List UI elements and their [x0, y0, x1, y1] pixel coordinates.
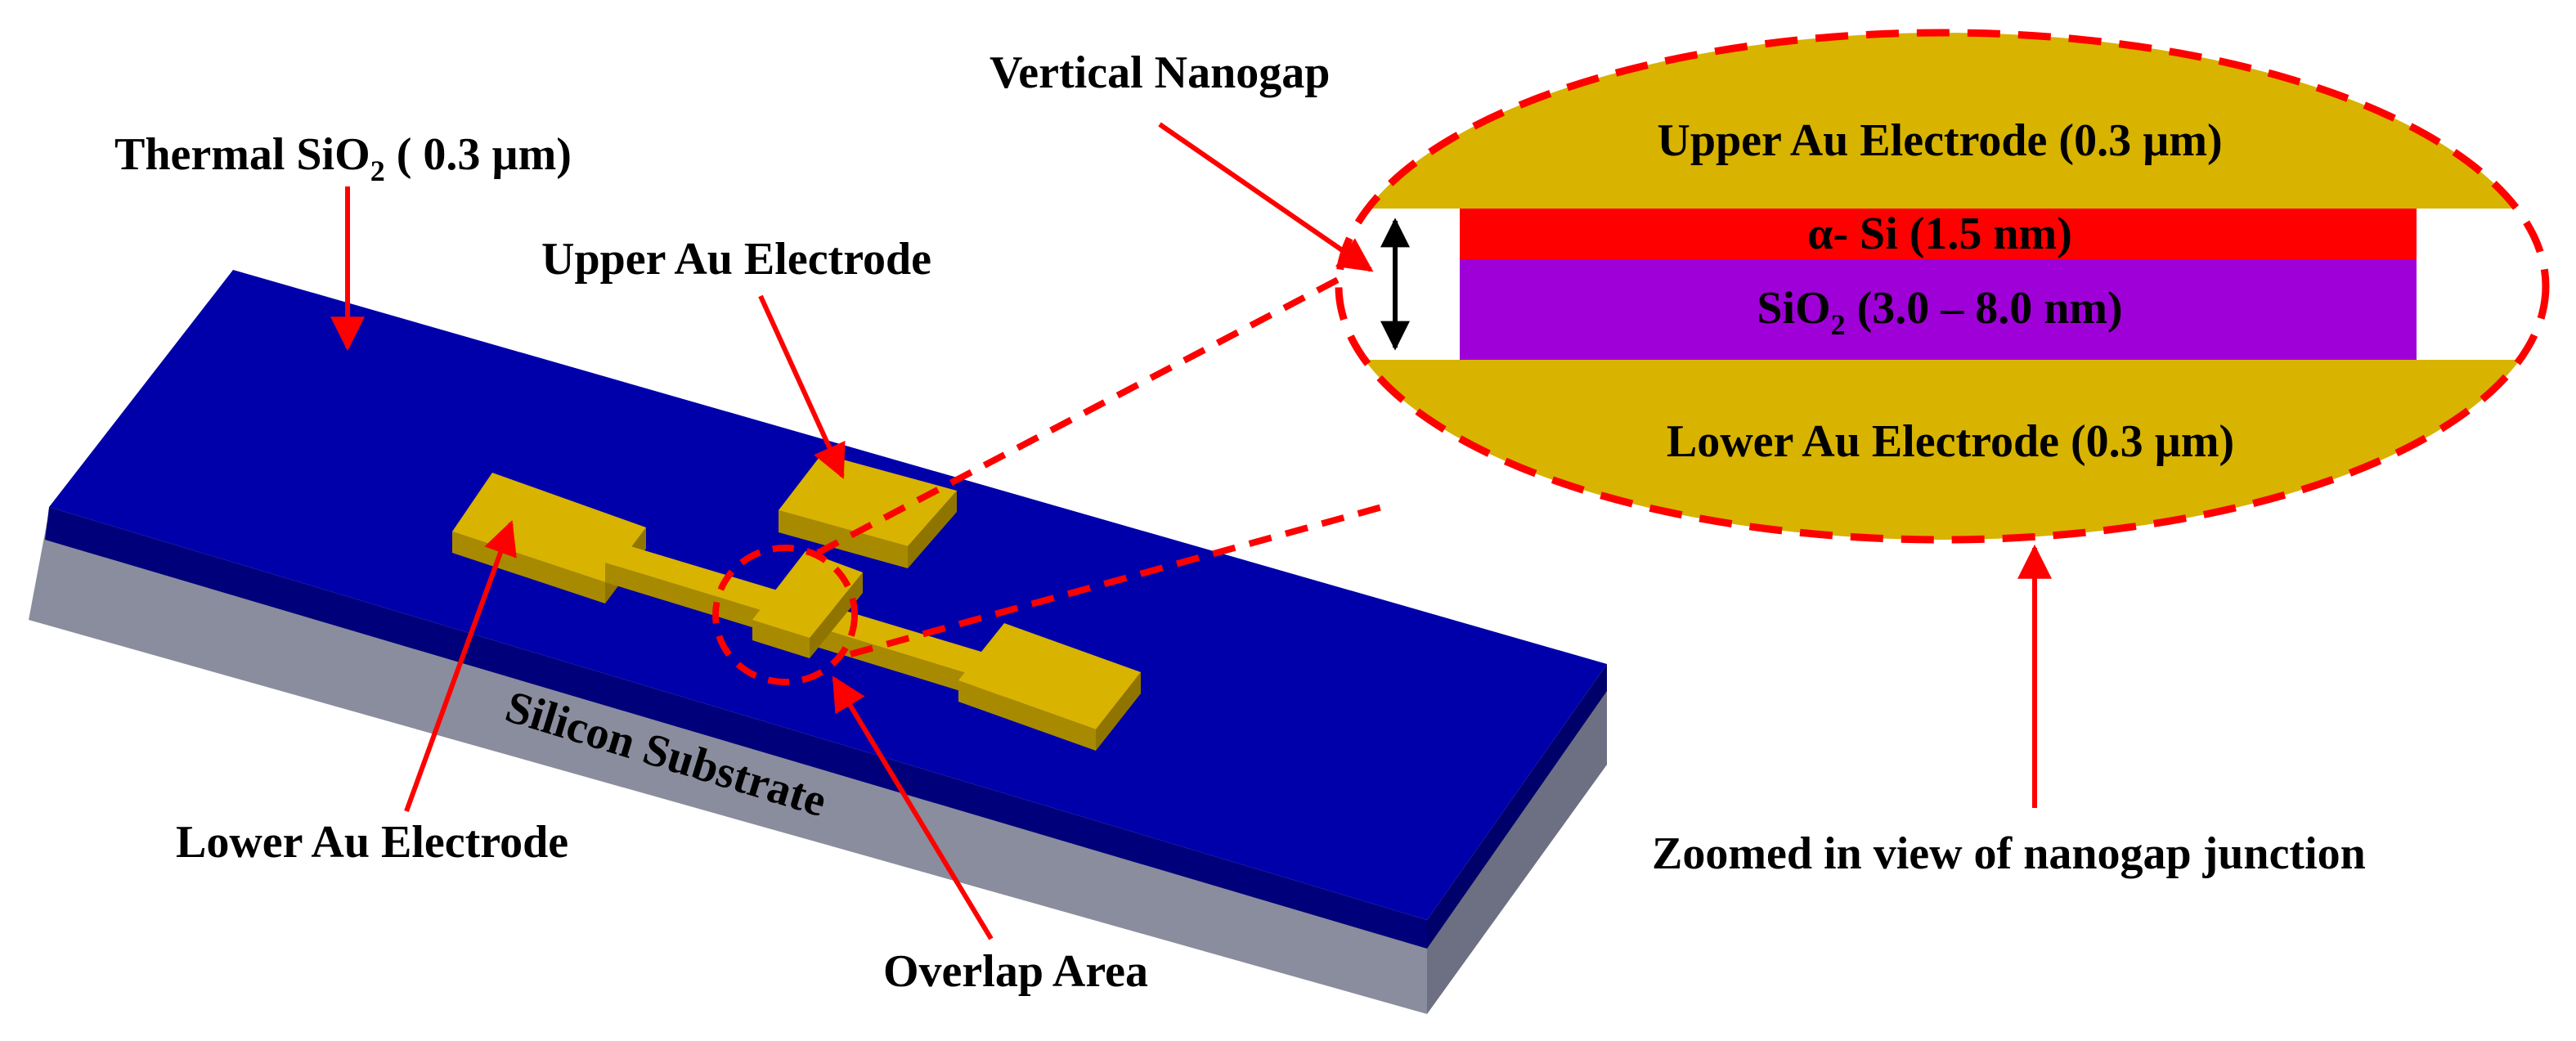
zoom-upper-layer-label: Upper Au Electrode (0.3 µm) — [1657, 115, 2222, 166]
gold-electrodes — [452, 454, 1141, 751]
zoom-ellipse-border — [1335, 29, 2550, 544]
substrate-right-face — [1427, 687, 1607, 1014]
oxide-layer — [1460, 259, 2417, 360]
upper-electrode-pad-side2 — [908, 491, 957, 568]
upper-electrode-stem-side2 — [810, 572, 863, 658]
zoom-callout-line-upper — [816, 275, 1343, 556]
overlap-area-circle — [712, 545, 858, 685]
upper-electrode-arrow — [758, 294, 846, 479]
zoom-oxide-layer-label: SiO2 (3.0 – 8.0 nm) — [1757, 283, 2122, 341]
upper-electrode-stem-side — [752, 620, 810, 658]
thermal-oxide-label: Thermal SiO2 ( 0.3 µm) — [114, 129, 572, 187]
oxide-front-face — [45, 507, 1427, 949]
asi-layer — [1460, 209, 2417, 259]
lower-electrode-arrow — [404, 520, 517, 813]
zoomed-view-label: Zoomed in view of nanogap junction — [1652, 828, 2366, 879]
zoom-lower-layer-label: Lower Au Electrode (0.3 µm) — [1667, 416, 2234, 467]
zoom-asi-layer-label: α- Si (1.5 nm) — [1807, 209, 2072, 259]
zoom-callout-line-lower — [849, 504, 1384, 657]
zoomed-junction-view: Upper Au Electrode (0.3 µm) α- Si (1.5 n… — [1335, 29, 2550, 544]
lower-electrode-right-pad-side — [958, 680, 1096, 751]
lower-electrode-left-pad-top — [452, 473, 646, 582]
vertical-nanogap-label: Vertical Nanogap — [990, 47, 1330, 98]
lower-electrode-right-pad-side2 — [1096, 672, 1141, 751]
lower-electrode-right-pad-top — [958, 623, 1141, 729]
upper-electrode-pad-side — [779, 510, 908, 568]
overlap-area-arrow — [832, 675, 994, 940]
oxide-right-face — [1427, 664, 1607, 949]
upper-electrode-label: Upper Au Electrode — [541, 234, 931, 285]
vertical-nanogap-arrow — [1158, 122, 1374, 272]
overlap-area-label: Overlap Area — [883, 946, 1148, 997]
lower-electrode-label: Lower Au Electrode — [176, 817, 568, 868]
